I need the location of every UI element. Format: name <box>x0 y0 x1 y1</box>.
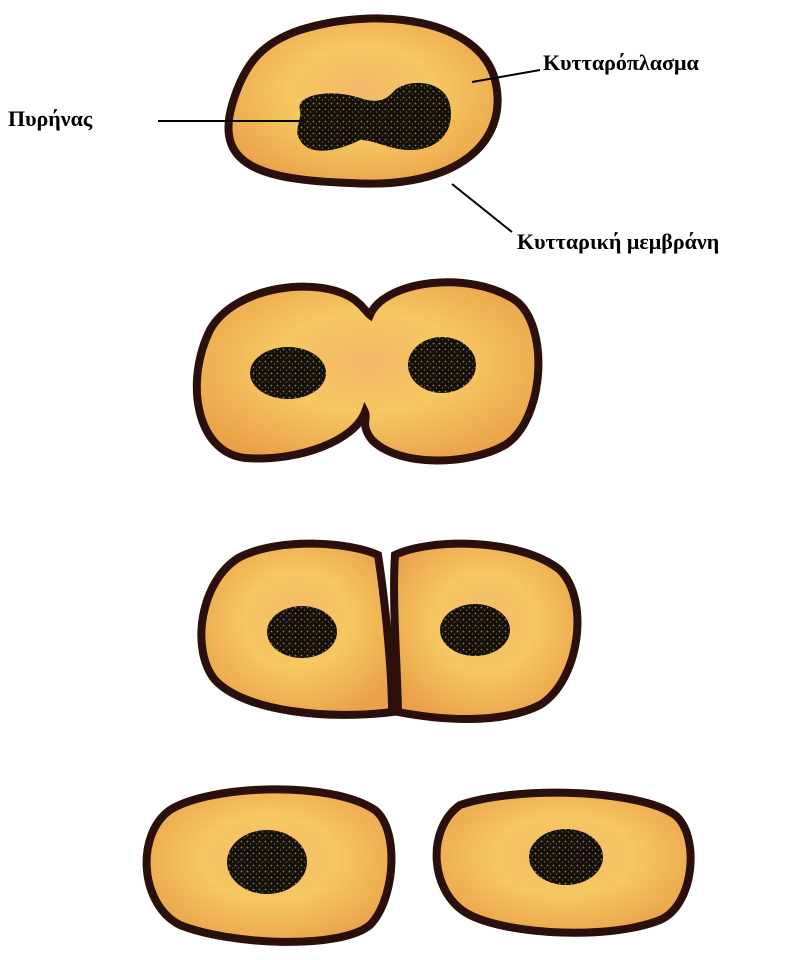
nucleus <box>250 347 326 399</box>
stage-3-cells <box>201 544 577 719</box>
cell-membrane <box>197 282 539 460</box>
stage-1-cell <box>228 18 497 183</box>
nucleus <box>227 830 307 894</box>
stage-4-cells <box>147 789 691 942</box>
cell-membrane-label: Κυτταρική μεμβράνη <box>517 231 719 253</box>
membrane-leader-line <box>452 184 512 232</box>
stage-2-cell <box>197 282 539 460</box>
nucleus <box>408 337 476 393</box>
nucleus <box>440 604 510 656</box>
nucleus-label: Πυρήνας <box>8 108 92 130</box>
cytoplasm-label: Κυτταρόπλασμα <box>543 52 699 74</box>
nucleus <box>267 606 337 658</box>
nucleus <box>529 829 603 885</box>
